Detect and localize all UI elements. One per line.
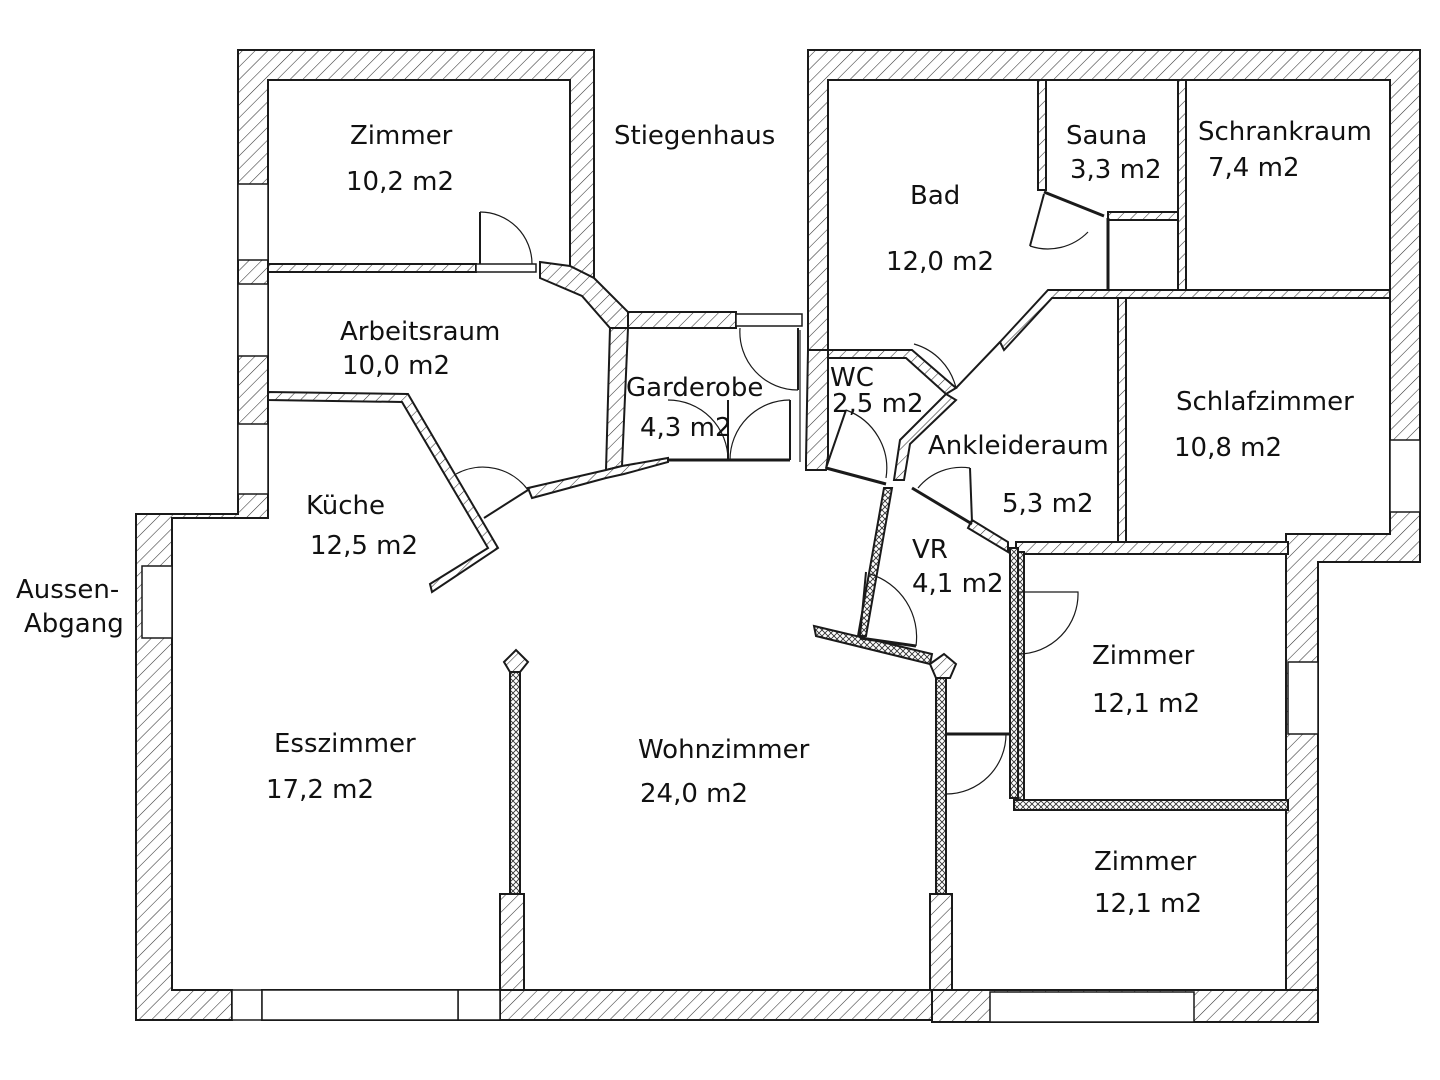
pillar-wohnzimmer-bottom bbox=[929, 893, 953, 991]
wall-arbeitsraum-kueche bbox=[267, 390, 500, 594]
room-area-vr: 4,1 m2 bbox=[912, 569, 1003, 599]
wall-garderobe-top bbox=[627, 311, 737, 329]
window-schlafzimmer-east bbox=[1389, 439, 1421, 513]
door-frame-wc bbox=[825, 466, 887, 486]
room-name-zimmer-top-left: Zimmer bbox=[350, 121, 453, 151]
window-zimmer-south bbox=[989, 991, 1195, 1023]
room-name-garderobe: Garderobe bbox=[626, 373, 763, 403]
wall-wc-vr bbox=[892, 392, 958, 481]
label-stiegenhaus: Stiegenhaus bbox=[614, 121, 775, 151]
pillar-wohnzimmer-top bbox=[928, 652, 958, 679]
door-swing-ankleide bbox=[917, 466, 971, 489]
room-name-wc: WC bbox=[830, 363, 874, 393]
partition-vr-west bbox=[856, 487, 894, 637]
wall-ankleide-vr bbox=[966, 518, 1009, 554]
door-swing-vr bbox=[869, 573, 918, 647]
wall-sauna-west bbox=[1037, 79, 1047, 191]
room-area-kueche: 12,5 m2 bbox=[310, 531, 418, 561]
label-aussen-line2: Abgang bbox=[24, 609, 124, 639]
wall-sauna-bottom bbox=[1107, 211, 1179, 221]
window-wohnzimmer-south-1 bbox=[457, 989, 501, 1021]
wall-wc-west bbox=[805, 349, 829, 471]
door-frame-vr bbox=[859, 636, 917, 648]
wall-sauna-east bbox=[1177, 79, 1187, 291]
door-leaf-vr bbox=[859, 571, 867, 637]
room-name-wohnzimmer: Wohnzimmer bbox=[638, 735, 810, 765]
door-swing-garderobe-right bbox=[729, 399, 791, 461]
window-arbeitsraum-west bbox=[237, 283, 269, 357]
door-swing-sauna bbox=[1029, 231, 1089, 250]
room-area-garderobe: 4,3 m2 bbox=[640, 413, 731, 443]
windows-west bbox=[141, 183, 269, 1021]
door-leaf-ankleide bbox=[969, 467, 973, 523]
window-zimmer-east bbox=[1287, 661, 1319, 735]
room-name-vr: VR bbox=[912, 535, 948, 565]
label-aussen-line1: Aussen- bbox=[16, 575, 119, 605]
door-leaf-kueche bbox=[483, 489, 529, 519]
outer-wall-bottom-middle bbox=[499, 989, 933, 1021]
room-name-bad: Bad bbox=[910, 181, 960, 211]
partition-vr-wohnzimmer bbox=[812, 624, 934, 666]
pillar-esszimmer-top bbox=[502, 648, 530, 673]
door-leaf-bad bbox=[955, 341, 1001, 389]
wall-schlaf-bottom bbox=[1015, 541, 1289, 555]
room-name-kueche: Küche bbox=[306, 491, 385, 521]
room-name-ankleideraum: Ankleideraum bbox=[928, 431, 1109, 461]
room-name-schlafzimmer: Schlafzimmer bbox=[1176, 387, 1354, 417]
wall-garderobe-west bbox=[604, 327, 630, 472]
window-aussen-abgang bbox=[141, 565, 173, 639]
room-area-schlafzimmer: 10,8 m2 bbox=[1174, 433, 1282, 463]
door-swing-kueche bbox=[455, 466, 529, 491]
wall-ankleide-schlaf bbox=[1117, 297, 1127, 545]
room-area-zimmer-right-bottom: 12,1 m2 bbox=[1094, 889, 1202, 919]
windows-east bbox=[261, 439, 1421, 1023]
wall-kueche-living-curve bbox=[526, 456, 669, 500]
room-area-ankleideraum: 5,3 m2 bbox=[1002, 489, 1093, 519]
room-area-wc: 2,5 m2 bbox=[832, 389, 923, 419]
door-swing-zimmer-bottom bbox=[945, 733, 1007, 795]
window-zimmer-west bbox=[237, 183, 269, 261]
door-leaf-sauna-swing bbox=[1029, 193, 1045, 247]
door-leaf-wc bbox=[825, 409, 847, 469]
door-leaf-sauna bbox=[1043, 190, 1105, 218]
room-area-wohnzimmer: 24,0 m2 bbox=[640, 779, 748, 809]
wall-stairs-corner bbox=[539, 260, 629, 329]
door-swing-zimmer-mid bbox=[1017, 591, 1079, 655]
room-name-arbeitsraum: Arbeitsraum bbox=[340, 317, 500, 347]
wall-zimmer-mid-bottom bbox=[1013, 799, 1289, 811]
partition-wohnzimmer-east bbox=[935, 675, 947, 895]
door-swing-garderobe-top bbox=[739, 327, 799, 391]
partition-vr-east bbox=[1009, 547, 1019, 799]
door-swing-garderobe-left bbox=[667, 399, 729, 461]
door-opening-zimmer bbox=[475, 263, 537, 273]
room-name-zimmer-right-bottom: Zimmer bbox=[1094, 847, 1197, 877]
door-frame-ankleide bbox=[911, 486, 973, 526]
wall-bad-ankleide bbox=[998, 289, 1391, 352]
room-area-zimmer-top-left: 10,2 m2 bbox=[346, 167, 454, 197]
door-swing-zimmer bbox=[479, 211, 533, 265]
door-swing-wc bbox=[845, 409, 888, 479]
window-kueche-west bbox=[237, 423, 269, 495]
room-area-esszimmer: 17,2 m2 bbox=[266, 775, 374, 805]
room-area-zimmer-right-mid: 12,1 m2 bbox=[1092, 689, 1200, 719]
room-area-bad: 12,0 m2 bbox=[886, 247, 994, 277]
room-area-arbeitsraum: 10,0 m2 bbox=[342, 351, 450, 381]
room-name-schrankraum: Schrankraum bbox=[1198, 117, 1372, 147]
room-name-zimmer-right-mid: Zimmer bbox=[1092, 641, 1195, 671]
room-area-schrankraum: 7,4 m2 bbox=[1208, 153, 1299, 183]
pillar-esszimmer-bottom bbox=[499, 893, 525, 991]
room-labels: Zimmer 10,2 m2 Stiegenhaus Arbeitsraum 1… bbox=[16, 117, 1372, 919]
partition-esszimmer-wohnzimmer bbox=[509, 667, 521, 895]
door-swing-bad bbox=[913, 343, 957, 389]
window-esszimmer-south bbox=[231, 989, 263, 1021]
window-esszimmer-south-2 bbox=[261, 989, 459, 1021]
room-area-sauna: 3,3 m2 bbox=[1070, 155, 1161, 185]
door-opening-garderobe-top bbox=[735, 313, 803, 327]
partitions bbox=[499, 487, 1019, 991]
doors bbox=[455, 190, 1110, 795]
wall-zimmer-arbeitsraum bbox=[267, 263, 477, 273]
room-name-esszimmer: Esszimmer bbox=[274, 729, 416, 759]
room-name-sauna: Sauna bbox=[1066, 121, 1147, 151]
